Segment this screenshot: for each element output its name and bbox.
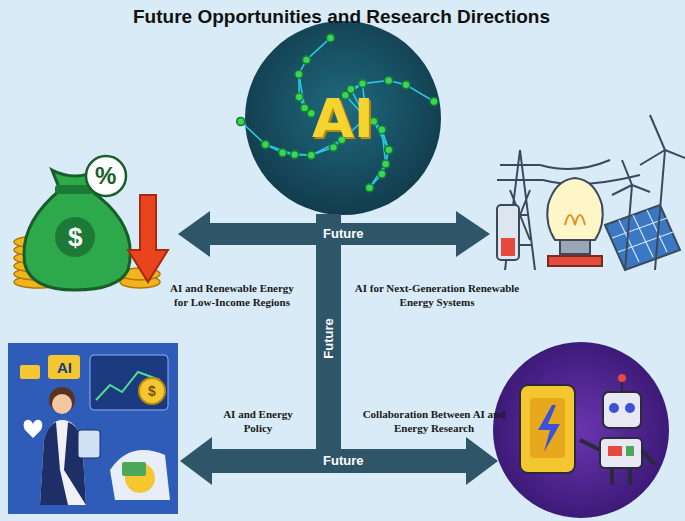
ai-badge: AI — [57, 359, 72, 376]
dollar-sign: $ — [68, 222, 82, 253]
direction-caption: Collaboration Between AI and Energy Rese… — [359, 408, 509, 436]
arrow-label: Future — [323, 226, 363, 241]
renewable-energy-icons — [497, 115, 685, 270]
arrow-label: Future — [321, 318, 336, 358]
ai-node: AI — [263, 48, 423, 188]
neural-network — [237, 34, 438, 192]
percent-sign: % — [95, 162, 116, 190]
money-bag — [14, 156, 168, 290]
direction-caption: AI for Next-Generation Renewable Energy … — [353, 282, 521, 310]
direction-caption: AI and Energy Policy — [215, 408, 301, 436]
title: Future Opportunities and Research Direct… — [133, 6, 550, 28]
ai-text: AI — [312, 87, 374, 150]
direction-caption: AI and Renewable Energy for Low-Income R… — [162, 282, 302, 310]
ai-circle — [245, 21, 441, 215]
policy-illustration — [8, 343, 178, 514]
dollar-coin: $ — [148, 383, 156, 399]
collaboration-illustration — [493, 342, 669, 518]
arrow-label: Future — [323, 453, 363, 468]
future-arrows — [178, 211, 498, 485]
